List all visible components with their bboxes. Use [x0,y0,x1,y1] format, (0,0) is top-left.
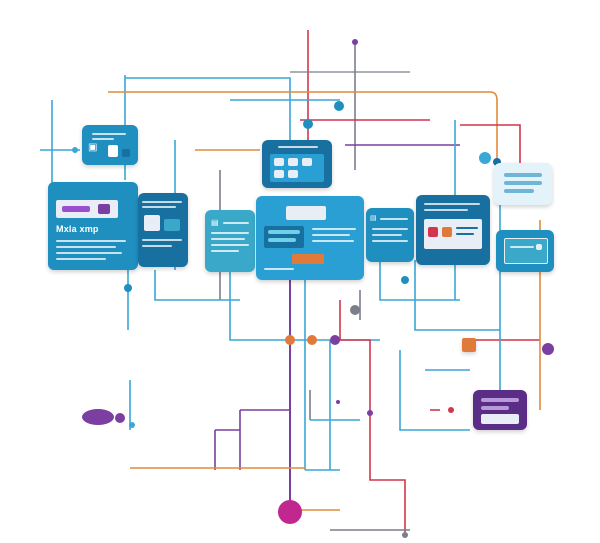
connector-dot [334,101,344,111]
connector-node [82,409,114,425]
connector-dot [307,335,317,345]
center-main-card[interactable] [256,196,364,280]
connector-line [399,350,470,431]
right-main-card[interactable] [416,195,490,265]
connector-dot [303,119,313,129]
connector-lines [40,30,541,535]
top-right-card[interactable] [494,163,552,205]
connector-dots [72,39,554,538]
top-left-card[interactable]: ▣ [82,125,138,165]
left-main-card[interactable]: Mxla xmp [48,182,138,270]
phone-icon: ▣ [88,142,98,153]
connector-line [154,270,240,301]
document-icon: ▤ [370,215,377,222]
connector-dot [479,152,491,164]
top-center-card[interactable] [262,140,332,188]
left-main-card-label: Mxla xmp [56,224,99,234]
connector-dot [115,413,125,423]
left-mid-card[interactable] [138,193,188,267]
connector-dot [278,500,302,524]
connector-dot [336,400,340,404]
right-mid-card[interactable]: ▤ [366,208,414,262]
bottom-right-card[interactable] [473,390,527,430]
connector-dot [330,335,340,345]
connector-dot [352,39,358,45]
connector-dot [448,407,454,413]
connector-line [379,260,460,301]
connector-line [108,91,498,200]
connector-dot [542,343,554,355]
connector-dot [285,335,295,345]
connector-dot [124,284,132,292]
connector-dot [401,276,409,284]
document-icon: ▤ [211,218,219,227]
connector-dot [367,410,373,416]
purple-card-icon [481,398,519,402]
connector-dot [72,147,78,153]
window-icon [504,173,542,177]
connector-line [339,300,406,535]
card-icon [504,238,548,264]
center-small-card[interactable]: ▤ [205,210,255,272]
connector-dot [129,422,135,428]
small-orange-chip [462,338,476,352]
chart-icon [144,215,160,231]
connector-line [125,77,291,170]
connector-line [414,260,500,331]
far-right-card[interactable] [496,230,554,272]
connector-dot [402,532,408,538]
connector-dot [350,305,360,315]
